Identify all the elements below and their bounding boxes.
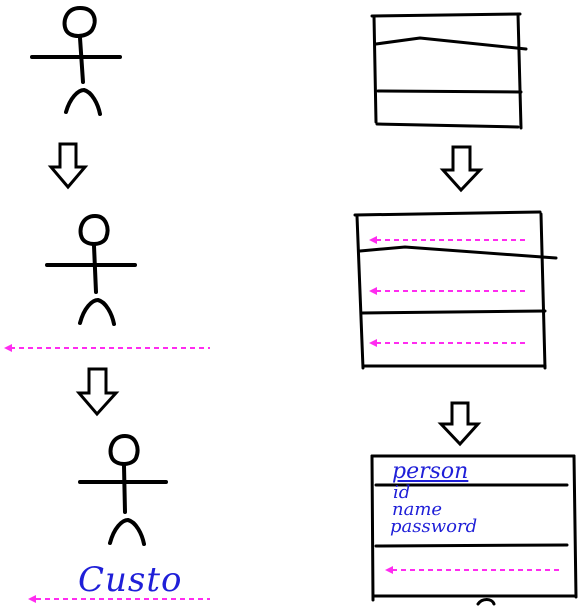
message-lines — [369, 236, 528, 347]
hollow-arrow-down-icon — [79, 369, 116, 414]
hollow-arrow-down-icon — [51, 144, 85, 187]
hollow-arrow-down-icon — [443, 147, 480, 190]
actor-sketch-3 — [80, 436, 166, 544]
actor-sketch-1 — [32, 8, 120, 114]
actor-label-handwritten: Custo — [78, 560, 183, 600]
message-lines — [385, 566, 561, 574]
class-box-sketch-1 — [372, 14, 526, 128]
hollow-arrow-down-icon — [441, 403, 478, 444]
class-box-sketch-2 — [355, 212, 556, 368]
attribute-handwritten: password — [390, 518, 477, 536]
lifeline-message — [4, 344, 210, 352]
actor-sketch-2 — [47, 216, 135, 324]
class-name-handwritten: person — [392, 459, 468, 484]
